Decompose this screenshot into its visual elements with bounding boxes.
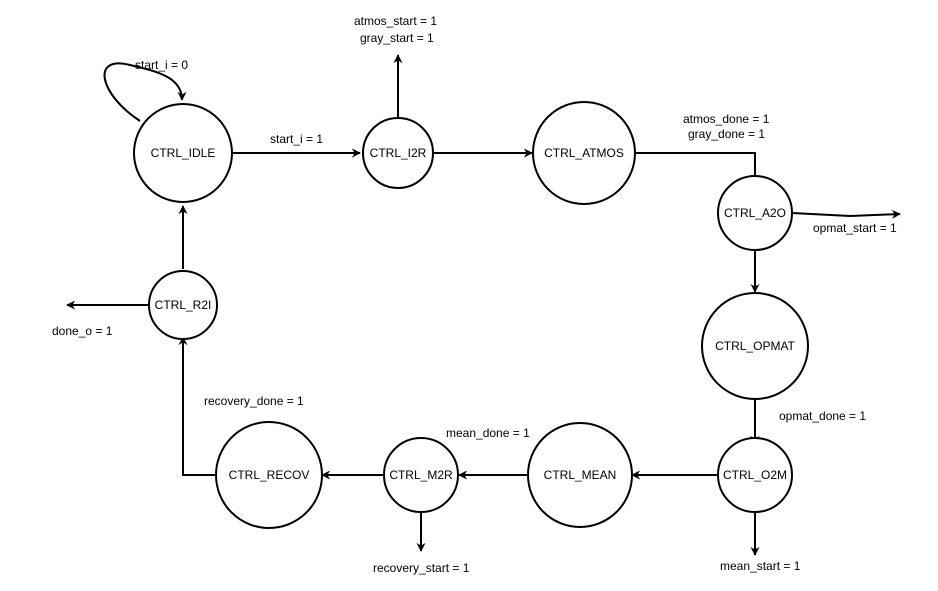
edge-recov-to-r2i xyxy=(178,336,216,476)
state-ctrl-i2r: CTRL_I2R xyxy=(362,117,434,189)
edge-a2o-output xyxy=(791,209,901,219)
state-label-a2o: CTRL_A2O xyxy=(724,206,786,220)
state-label-mean: CTRL_MEAN xyxy=(544,468,617,482)
label-atmos-done: atmos_done = 1 xyxy=(683,112,770,126)
edge-labels: start_i = 0 start_i = 1 atmos_start = 1 … xyxy=(52,14,897,575)
state-ctrl-mean: CTRL_MEAN xyxy=(527,422,633,528)
state-ctrl-a2o: CTRL_A2O xyxy=(717,175,793,251)
edge-atmos-to-a2o xyxy=(636,152,760,184)
state-label-r2i: CTRL_R2I xyxy=(155,298,212,312)
state-ctrl-idle: CTRL_IDLE xyxy=(133,103,233,203)
edges xyxy=(66,54,901,556)
label-opmat-start: opmat_start = 1 xyxy=(813,221,897,235)
label-start-i-1: start_i = 1 xyxy=(270,132,323,146)
state-label-idle: CTRL_IDLE xyxy=(151,146,216,160)
state-ctrl-atmos: CTRL_ATMOS xyxy=(532,101,636,205)
states: CTRL_IDLE CTRL_I2R CTRL_ATMOS CTRL_A2O C… xyxy=(133,101,809,529)
state-label-m2r: CTRL_M2R xyxy=(389,468,453,482)
state-ctrl-m2r: CTRL_M2R xyxy=(383,437,459,513)
label-gray-done: gray_done = 1 xyxy=(688,127,765,141)
state-ctrl-o2m: CTRL_O2M xyxy=(717,437,793,513)
state-label-i2r: CTRL_I2R xyxy=(370,146,427,160)
state-label-opmat: CTRL_OPMAT xyxy=(715,339,795,353)
label-recovery-done: recovery_done = 1 xyxy=(204,394,304,408)
label-mean-done: mean_done = 1 xyxy=(446,426,530,440)
state-ctrl-opmat: CTRL_OPMAT xyxy=(701,292,809,400)
state-label-atmos: CTRL_ATMOS xyxy=(544,146,624,160)
state-ctrl-recov: CTRL_RECOV xyxy=(215,421,323,529)
label-atmos-start: atmos_start = 1 xyxy=(354,14,437,28)
label-gray-start: gray_start = 1 xyxy=(360,31,434,45)
label-start-i-0: start_i = 0 xyxy=(135,58,188,72)
edge-idle-self-loop xyxy=(103,62,187,122)
state-label-recov: CTRL_RECOV xyxy=(229,468,310,482)
label-mean-start: mean_start = 1 xyxy=(720,559,801,573)
label-recovery-start: recovery_start = 1 xyxy=(373,561,470,575)
label-opmat-done: opmat_done = 1 xyxy=(779,409,866,423)
state-label-o2m: CTRL_O2M xyxy=(723,468,787,482)
label-done-o: done_o = 1 xyxy=(52,324,113,338)
state-ctrl-r2i: CTRL_R2I xyxy=(148,270,218,340)
